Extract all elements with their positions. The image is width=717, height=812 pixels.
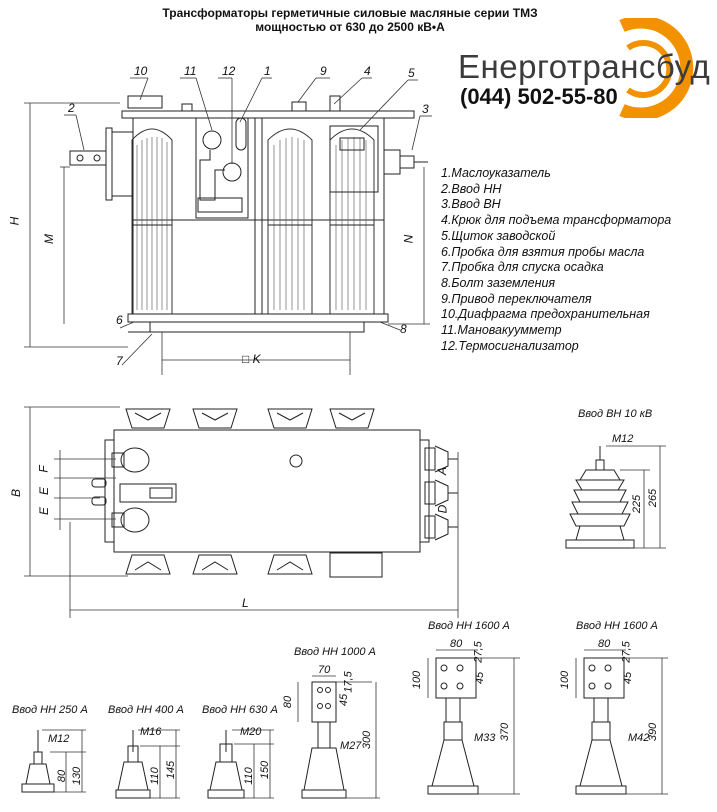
insert-lv-1600a-drawing <box>427 649 520 795</box>
callout-6: 6 <box>116 313 123 327</box>
insert-630-h2: 150 <box>259 760 272 780</box>
insert-vn-thread: M12 <box>612 433 634 445</box>
legend-item: 1.Маслоуказатель <box>441 166 551 180</box>
insert-630-thread: M20 <box>240 726 262 738</box>
insert-1600b-thread: M42 <box>628 732 650 744</box>
insert-1000-c: 80 <box>282 695 295 709</box>
insert-1000-h: 300 <box>361 730 374 750</box>
insert-250-thread: M12 <box>48 733 70 745</box>
insert-1600b-c: 100 <box>559 670 572 690</box>
insert-630-title: Ввод НН 630 А <box>202 704 278 716</box>
legend-item: 10.Диафрагма предохранительная <box>441 307 650 322</box>
insert-1600a-thread: M33 <box>474 732 496 744</box>
brand-phone: (044) 502-55-80 <box>460 84 618 109</box>
dim-n-label: N <box>401 234 416 244</box>
top-view <box>24 406 459 618</box>
legend-item: 2.Ввод НН <box>441 181 502 196</box>
callout-4: 4 <box>364 64 371 78</box>
insert-vn-h1: 225 <box>631 494 644 514</box>
insert-1600b-h: 390 <box>647 722 660 742</box>
legend-item: 11.Мановакуумметр <box>441 323 562 338</box>
insert-lv-1600b-drawing <box>575 649 668 795</box>
dim-e2-label: E <box>37 506 52 516</box>
callout-8: 8 <box>400 322 407 336</box>
legend-item: 3.Ввод ВН <box>441 197 501 212</box>
brand-name: Енерготрансбуд <box>458 48 711 85</box>
legend-item: 8.Болт заземления <box>441 275 556 290</box>
callout-10: 10 <box>134 64 148 78</box>
callout-12: 12 <box>222 64 236 78</box>
insert-1600a-title: Ввод НН 1600 А <box>428 620 510 632</box>
dim-d-label: D <box>435 504 450 514</box>
callout-1: 1 <box>264 64 271 78</box>
insert-1600a-width: 80 <box>450 638 463 650</box>
insert-1600b-width: 80 <box>598 638 611 650</box>
legend-item: 6.Пробка для взятия пробы масла <box>441 244 645 259</box>
insert-lv-1000-drawing <box>297 675 380 799</box>
insert-1600b-b: 45 <box>622 671 635 685</box>
insert-250-h2: 130 <box>71 766 84 786</box>
callout-9: 9 <box>320 64 327 78</box>
insert-1600a-a: 27,5 <box>472 641 485 663</box>
insert-400-h1: 110 <box>148 767 161 785</box>
page-title: Трансформаторы герметичные силовые масля… <box>140 6 560 34</box>
insert-1000-width: 70 <box>318 664 331 676</box>
legend-item: 7.Пробка для спуска осадка <box>441 260 604 275</box>
callout-7: 7 <box>116 354 123 368</box>
insert-lv-250-drawing <box>21 729 86 793</box>
callout-3: 3 <box>422 102 429 116</box>
legend-item: 9.Привод переключателя <box>441 291 592 306</box>
brand-arc-icon <box>619 18 694 118</box>
callout-5: 5 <box>408 66 415 80</box>
insert-400-thread: M16 <box>140 726 162 738</box>
legend-item: 12.Термосигнализатор <box>441 338 579 353</box>
insert-1000-thread: M27 <box>340 740 362 752</box>
insert-1600b-a: 27,5 <box>620 641 633 663</box>
title-line-1: Трансформаторы герметичные силовые масля… <box>162 6 538 20</box>
dim-l-label: L <box>242 596 249 610</box>
insert-vn-drawing <box>565 445 666 549</box>
dim-f-label: F <box>36 465 51 473</box>
insert-lv-400-drawing <box>115 729 180 799</box>
callout-11: 11 <box>184 64 197 78</box>
insert-1600a-b: 45 <box>474 671 487 685</box>
insert-1600a-h: 370 <box>499 722 512 742</box>
dim-k-label: □ K <box>242 352 261 366</box>
legend-item: 5.Щиток заводской <box>441 228 556 243</box>
insert-1000-a: 17,5 <box>342 671 355 693</box>
dim-a-label: A <box>435 466 450 476</box>
insert-vn-title: Ввод ВН 10 кВ <box>578 408 653 420</box>
dim-m-label: M <box>42 234 56 244</box>
insert-1000-title: Ввод НН 1000 А <box>294 646 376 658</box>
insert-1600a-c: 100 <box>411 670 424 690</box>
insert-1000-b: 45 <box>338 693 351 707</box>
legend-item: 4.Крюк для подъема трансформатора <box>441 213 672 228</box>
insert-400-title: Ввод НН 400 А <box>108 704 184 716</box>
insert-400-h2: 145 <box>165 760 178 780</box>
insert-250-title: Ввод НН 250 А <box>12 704 88 716</box>
insert-630-h1: 110 <box>242 767 255 785</box>
brand-logo: Енерготрансбуд (044) 502-55-80 <box>452 18 712 118</box>
front-view <box>24 77 432 375</box>
insert-lv-630-drawing <box>207 729 274 799</box>
insert-1600b-title: Ввод НН 1600 А <box>576 620 658 632</box>
insert-vn-h2: 265 <box>647 488 660 508</box>
dim-b-label: B <box>9 488 24 498</box>
dim-h-label: H <box>7 216 22 226</box>
component-legend: 1.Маслоуказатель 2.Ввод НН 3.Ввод ВН 4.К… <box>441 166 671 354</box>
dim-e1-label: E <box>37 486 52 496</box>
callout-2: 2 <box>68 101 75 115</box>
insert-250-h1: 80 <box>56 769 69 783</box>
title-line-2: мощностью от 630 до 2500 кВ•А <box>255 20 445 34</box>
